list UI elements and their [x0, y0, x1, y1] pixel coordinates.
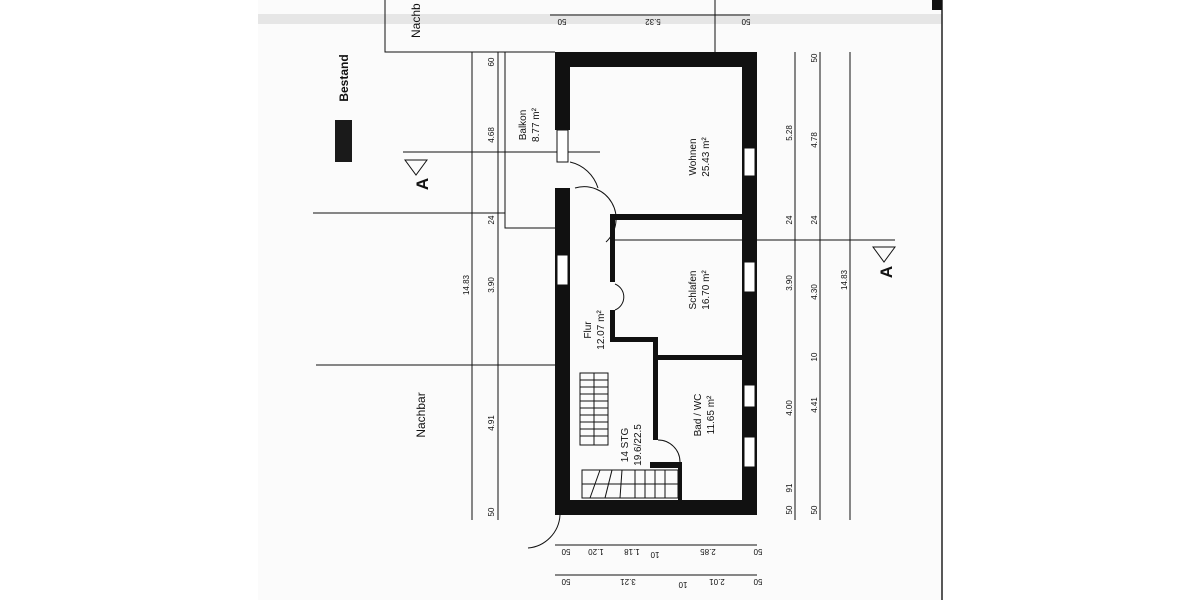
svg-text:25.43 m²: 25.43 m² [701, 137, 712, 177]
svg-text:24: 24 [785, 215, 794, 224]
svg-text:A: A [413, 178, 432, 190]
svg-text:60: 60 [487, 57, 496, 66]
svg-text:50: 50 [785, 505, 794, 514]
legend-swatch [335, 120, 352, 162]
room-schlafen: Schlafen 16.70 m² [688, 270, 712, 310]
balcony-outline [504, 51, 555, 229]
svg-text:10: 10 [650, 550, 659, 559]
dimensions-bottom-row1: 50 1.20 1.18 10 2.85 50 [561, 547, 762, 559]
svg-text:14 STG: 14 STG [620, 428, 631, 463]
svg-text:4.30: 4.30 [810, 284, 819, 300]
svg-text:5.32: 5.32 [645, 17, 661, 26]
room-bad-wc: Bad / WC 11.65 m² [693, 394, 717, 437]
svg-text:1.18: 1.18 [624, 547, 640, 556]
svg-text:19.6/22.5: 19.6/22.5 [633, 424, 644, 466]
dimension-right-total: 14.83 [840, 269, 849, 290]
dimensions-top: 50 5.32 50 [557, 17, 750, 26]
svg-text:14.83: 14.83 [462, 274, 471, 295]
svg-text:16.70 m²: 16.70 m² [701, 270, 712, 310]
svg-text:91: 91 [785, 483, 794, 492]
svg-text:5.28: 5.28 [785, 125, 794, 141]
doors [527, 161, 681, 549]
svg-text:50: 50 [741, 17, 750, 26]
svg-text:12.07 m²: 12.07 m² [596, 310, 607, 350]
svg-text:4.78: 4.78 [810, 132, 819, 148]
room-flur: Flur 12.07 m² [583, 310, 607, 350]
svg-text:2.01: 2.01 [709, 577, 725, 586]
svg-text:24: 24 [810, 215, 819, 224]
svg-text:50: 50 [753, 577, 762, 586]
svg-text:50: 50 [557, 17, 566, 26]
windows [556, 129, 756, 468]
svg-text:Schlafen: Schlafen [688, 271, 699, 310]
svg-text:50: 50 [487, 507, 496, 516]
svg-text:4.00: 4.00 [785, 400, 794, 416]
legend: Bestand [335, 54, 352, 162]
svg-text:A: A [877, 266, 896, 278]
svg-text:50: 50 [810, 505, 819, 514]
svg-text:1.20: 1.20 [588, 547, 604, 556]
svg-text:Flur: Flur [583, 321, 594, 339]
svg-text:3.21: 3.21 [620, 577, 636, 586]
svg-text:50: 50 [810, 53, 819, 62]
svg-text:50: 50 [753, 547, 762, 556]
stair-label: 14 STG 19.6/22.5 [620, 424, 644, 466]
svg-text:2.85: 2.85 [700, 547, 716, 556]
svg-text:10: 10 [810, 352, 819, 361]
dimensions-right-inner: 5.28 24 3.90 4.00 91 50 [785, 125, 794, 515]
svg-text:3.90: 3.90 [785, 275, 794, 291]
svg-text:50: 50 [561, 547, 570, 556]
svg-text:8.77 m²: 8.77 m² [531, 107, 542, 142]
dimensions-bottom-row2: 50 3.21 10 2.01 50 [561, 577, 762, 589]
svg-text:3.90: 3.90 [487, 277, 496, 293]
svg-text:Bad / WC: Bad / WC [693, 394, 704, 437]
dimensions-right-middle: 50 4.78 24 4.30 10 4.41 50 [810, 53, 819, 514]
legend-label: Bestand [337, 54, 351, 101]
dimension-lines [471, 14, 851, 576]
svg-text:4.68: 4.68 [487, 127, 496, 143]
svg-text:50: 50 [561, 577, 570, 586]
svg-text:10: 10 [678, 580, 687, 589]
room-balkon: Balkon 8.77 m² [518, 107, 542, 142]
room-wohnen: Wohnen 25.43 m² [688, 137, 712, 177]
svg-text:Balkon: Balkon [518, 110, 529, 141]
svg-text:4.41: 4.41 [810, 397, 819, 413]
dimensions-left: 14.83 60 4.68 24 3.90 4.91 50 [462, 57, 496, 516]
svg-text:11.65 m²: 11.65 m² [706, 395, 717, 434]
neighbor-label-top: Nachb [409, 3, 423, 38]
staircase [579, 372, 679, 499]
neighbor-label-left: Nachbar [414, 392, 428, 437]
svg-text:Wohnen: Wohnen [688, 138, 699, 175]
scan-shadow [258, 14, 942, 24]
svg-text:4.91: 4.91 [487, 415, 496, 431]
svg-text:24: 24 [487, 215, 496, 224]
